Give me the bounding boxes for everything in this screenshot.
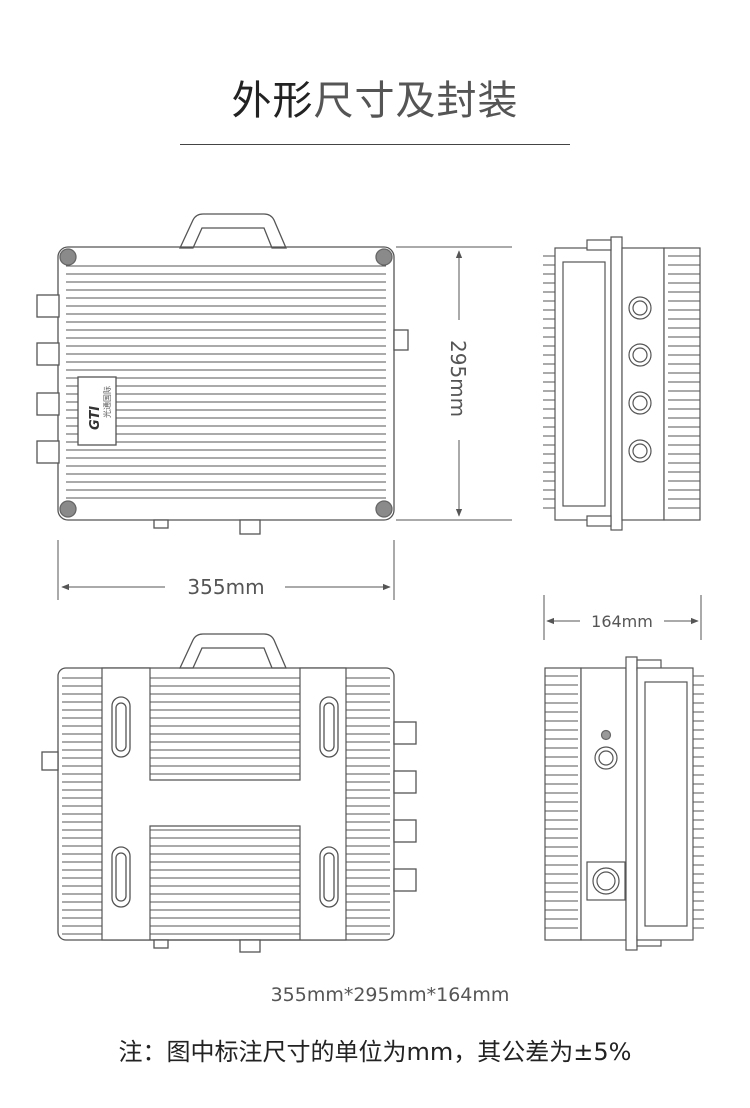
led-icon bbox=[600, 729, 612, 741]
front-connector-right bbox=[393, 329, 409, 351]
depth-label: 164mm bbox=[591, 612, 653, 631]
side-right-body bbox=[621, 247, 665, 521]
back-foot-left bbox=[153, 939, 169, 949]
side2-right-panel bbox=[636, 667, 694, 941]
side2-heatsink-block bbox=[544, 667, 582, 941]
front-body bbox=[57, 246, 395, 521]
side2-body bbox=[580, 667, 627, 941]
side-ports bbox=[628, 296, 652, 463]
back-connector-left bbox=[41, 751, 59, 771]
note-text: 注：图中标注尺寸的单位为mm，其公差为±5% bbox=[118, 1038, 632, 1066]
overall-dimensions: 355mm*295mm*164mm bbox=[271, 984, 510, 1006]
back-foot-right bbox=[239, 939, 261, 953]
screw-icon bbox=[59, 500, 77, 518]
side-left-panel bbox=[554, 247, 612, 521]
front-connectors-left bbox=[36, 294, 60, 464]
side2-flange bbox=[625, 656, 638, 951]
front-foot-left bbox=[153, 519, 169, 529]
title-underline bbox=[180, 144, 570, 145]
depth-dimension bbox=[543, 595, 702, 640]
front-foot-right bbox=[239, 519, 261, 535]
side-view bbox=[543, 236, 701, 531]
height-dimension bbox=[396, 246, 512, 521]
logo-brand-cn: 光通国际 bbox=[102, 386, 112, 418]
width-dimension bbox=[57, 540, 395, 600]
front-fins bbox=[66, 265, 386, 499]
title-main: 外形 bbox=[231, 78, 314, 124]
title-rest: 尺寸及封装 bbox=[313, 78, 519, 124]
screw-icon bbox=[375, 248, 393, 266]
back-view bbox=[41, 633, 417, 953]
back-mounting-plate bbox=[101, 667, 347, 941]
logo-text: GTI 光通国际 bbox=[88, 386, 112, 430]
logo-brand: GTI bbox=[88, 406, 103, 430]
side-heatsink-block bbox=[663, 247, 701, 521]
screw-icon bbox=[59, 248, 77, 266]
side-flange bbox=[610, 236, 623, 531]
back-handle bbox=[178, 633, 287, 669]
front-handle bbox=[178, 213, 287, 249]
side-view-2 bbox=[544, 656, 704, 951]
front-view bbox=[36, 213, 409, 535]
page-title: 外形尺寸及封装 bbox=[0, 68, 750, 126]
back-slots bbox=[111, 696, 339, 908]
screw-icon bbox=[375, 500, 393, 518]
front-logo-plate bbox=[77, 376, 117, 446]
back-connectors-right bbox=[393, 721, 417, 892]
width-label: 355mm bbox=[187, 575, 264, 599]
height-label: 295mm bbox=[446, 340, 470, 417]
